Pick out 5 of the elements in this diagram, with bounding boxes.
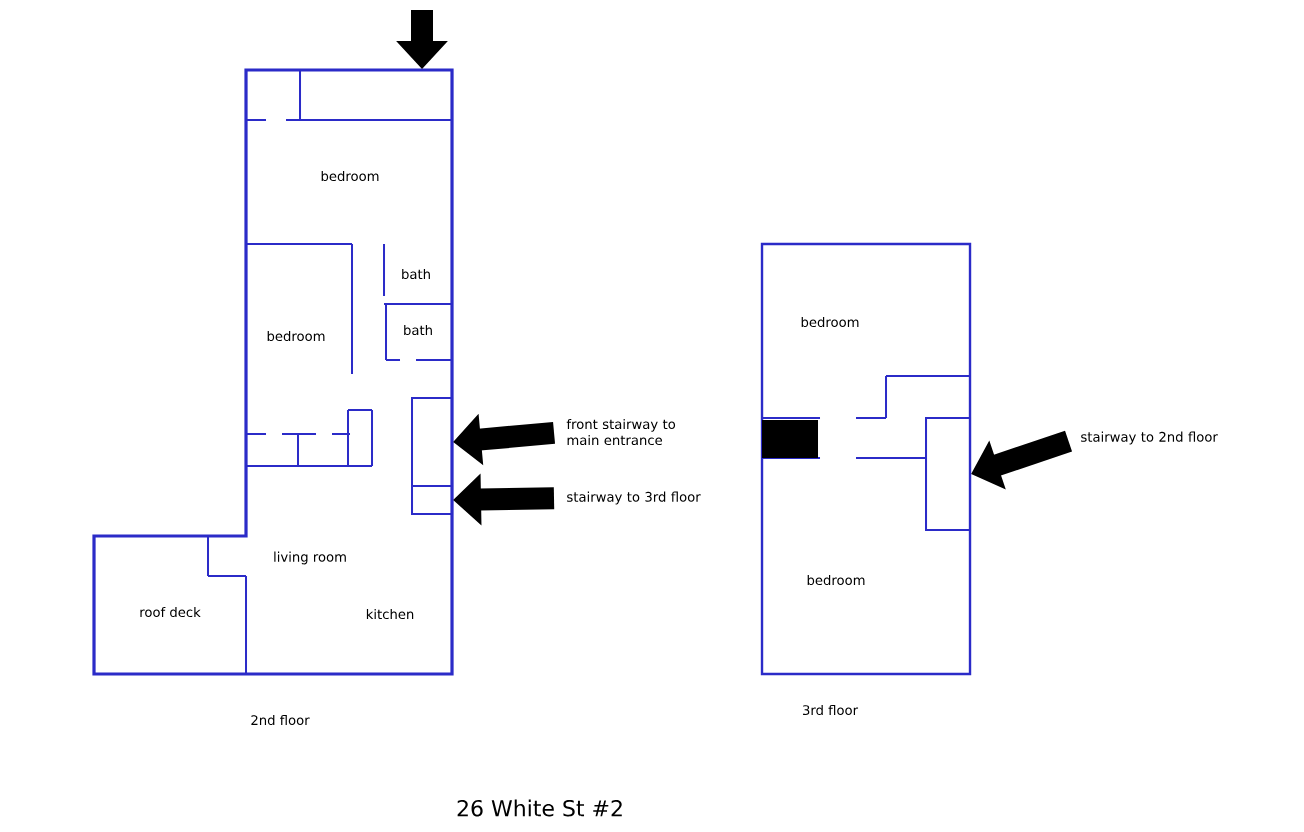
stairway-box (299, 69, 453, 121)
stairway-box (411, 485, 453, 515)
stairway-box (925, 417, 971, 531)
stairway-box (411, 397, 453, 487)
title: 26 White St #2 (457, 799, 622, 817)
